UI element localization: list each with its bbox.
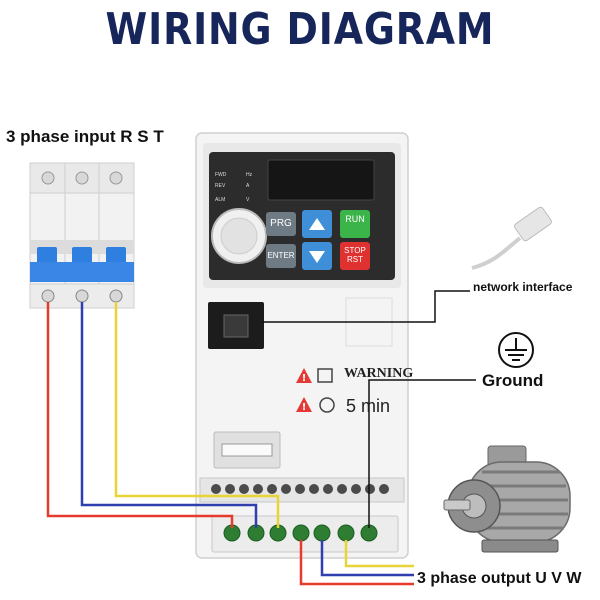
power-terminals bbox=[223, 524, 378, 542]
motor-icon bbox=[443, 445, 571, 553]
hz-indicator: Hz bbox=[246, 172, 253, 178]
ground-icon bbox=[498, 332, 534, 368]
fwd-indicator: FWD bbox=[215, 172, 227, 178]
network-cable-icon bbox=[471, 206, 552, 270]
page-title: WIRING DIAGRAM bbox=[105, 4, 495, 55]
output-wires bbox=[299, 540, 414, 586]
up-arrow-key[interactable] bbox=[302, 210, 332, 238]
output-label: 3 phase output U V W bbox=[417, 570, 582, 587]
a-indicator: A bbox=[246, 183, 250, 189]
network-port bbox=[208, 302, 264, 349]
warning-icons: ! ! bbox=[296, 368, 335, 413]
speed-knob[interactable] bbox=[212, 209, 266, 263]
signal-lines bbox=[262, 290, 476, 528]
circuit-breaker bbox=[29, 162, 135, 309]
warning-label: WARNING bbox=[344, 366, 414, 381]
rev-indicator: REV bbox=[215, 183, 226, 189]
run-key[interactable]: RUN bbox=[345, 214, 365, 224]
enter-key[interactable]: ENTER bbox=[267, 251, 295, 260]
input-label: 3 phase input R S T bbox=[6, 127, 164, 146]
input-wires bbox=[46, 302, 280, 528]
stop-reset-key[interactable]: STOP RST bbox=[340, 246, 370, 264]
prg-key[interactable]: PRG bbox=[270, 218, 292, 229]
down-arrow-key[interactable] bbox=[302, 242, 332, 270]
alm-indicator: ALM bbox=[215, 197, 226, 203]
discharge-time-label: 5 min bbox=[346, 396, 391, 416]
rst-key-label: RST bbox=[347, 255, 363, 264]
svg-text:!: ! bbox=[302, 402, 307, 413]
stop-key-label: STOP bbox=[344, 246, 366, 255]
control-terminals bbox=[211, 484, 389, 494]
ground-label: Ground bbox=[482, 371, 544, 390]
network-interface-label: network interface bbox=[473, 280, 573, 294]
v-indicator: V bbox=[246, 197, 250, 203]
svg-text:!: ! bbox=[302, 373, 307, 384]
